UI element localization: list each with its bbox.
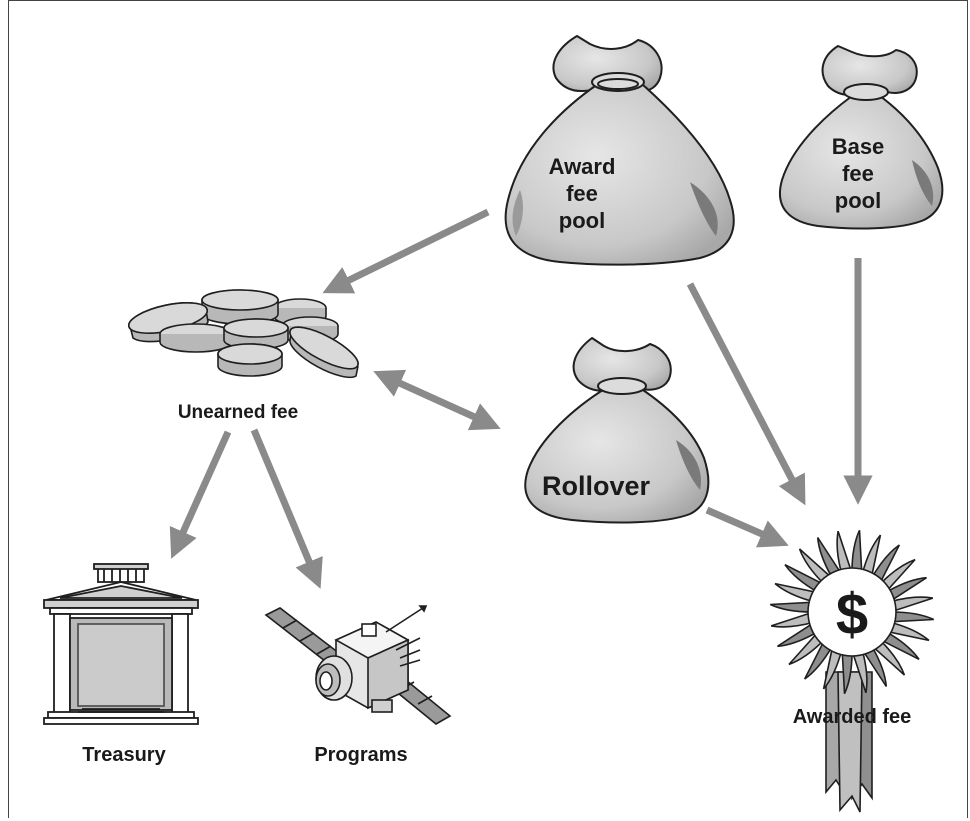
rosette-petal	[889, 611, 935, 623]
base-fee-pool-label-line2: fee	[842, 161, 874, 186]
rosette-petal	[885, 576, 927, 603]
rosette-petal	[770, 611, 815, 628]
dollar-symbol: $	[836, 582, 868, 647]
rosette-petal	[879, 630, 920, 661]
arrow-unearned-to-treasury	[169, 430, 232, 559]
base-fee-pool-label-line3: pool	[835, 188, 881, 213]
diagram-frame	[8, 0, 968, 818]
treasury-building-icon	[43, 563, 199, 725]
award-fee-pool-label-line1: Award	[549, 154, 616, 179]
base-fee-pool-bag: Base fee pool	[779, 45, 944, 230]
arrow-award-to-unearned	[322, 208, 490, 294]
rollover-bag: Rollover	[524, 337, 710, 524]
arrows	[169, 208, 873, 589]
award-rosette-icon	[769, 529, 935, 813]
award-fee-pool-label-line3: pool	[559, 208, 605, 233]
rosette-petal	[871, 639, 906, 676]
coin-stack-icon	[127, 289, 359, 379]
rosette-petal	[851, 649, 868, 694]
rosette-petal	[889, 596, 934, 613]
rosette-petal	[803, 639, 834, 680]
rosette-petal	[822, 645, 843, 690]
treasury: Treasury	[43, 563, 199, 766]
treasury-label: Treasury	[82, 744, 166, 766]
rosette-petal	[851, 529, 863, 575]
arrow-award-to-awarded	[686, 282, 806, 506]
rosette-petal	[816, 537, 843, 579]
programs: Programs	[264, 605, 452, 766]
rosette-petals	[769, 529, 935, 695]
unearned-fee-label: Unearned fee	[178, 402, 298, 423]
money-bag-icon	[524, 337, 710, 524]
arrow-unearned-rollover	[373, 369, 501, 431]
rosette-petal	[769, 601, 815, 613]
awarded-fee: $ Awarded fee	[769, 529, 935, 813]
rosette-petal	[774, 582, 819, 603]
money-bag-icon	[779, 45, 944, 230]
unearned-fee-coins: Unearned fee	[127, 289, 359, 423]
arrow-rollover-to-awarded	[705, 506, 789, 548]
rosette-petal	[784, 563, 825, 594]
award-fee-pool-bag: Award fee pool	[504, 35, 735, 266]
rosette-petal	[798, 548, 833, 585]
rosette-petal	[885, 621, 930, 642]
rollover-label: Rollover	[542, 471, 651, 501]
rosette-petal	[879, 558, 916, 593]
rosette-petal	[777, 621, 819, 648]
rosette-petal	[870, 544, 901, 585]
rosette-petal	[836, 530, 853, 575]
arrow-unearned-to-programs	[250, 428, 323, 589]
awarded-fee-label: Awarded fee	[793, 706, 912, 728]
money-bag-icon	[504, 35, 735, 266]
rosette-petal	[841, 649, 853, 695]
base-fee-pool-label-line1: Base	[832, 134, 885, 159]
rosette-petal	[861, 534, 882, 579]
rosette-petal	[861, 645, 888, 687]
rosette-petal	[788, 631, 825, 666]
satellite-icon	[264, 605, 452, 725]
award-fee-pool-label-line2: fee	[566, 181, 598, 206]
programs-label: Programs	[314, 744, 407, 766]
